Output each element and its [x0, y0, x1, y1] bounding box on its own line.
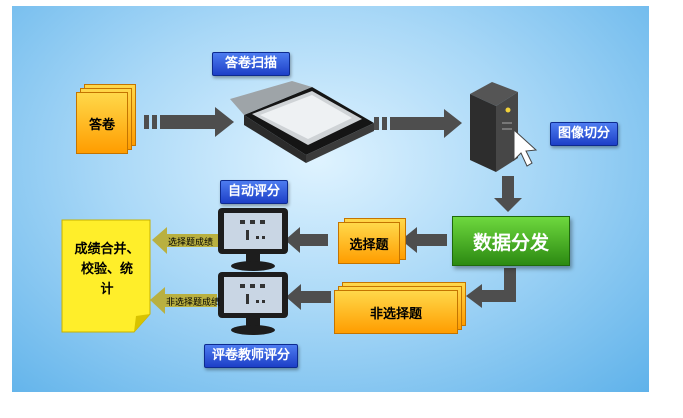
result-text: 成绩合并、 校验、统 计: [64, 240, 150, 300]
choice-question-stack: 选择题: [338, 222, 400, 264]
arrow-nonchoice-to-monitor: [286, 284, 331, 310]
answer-sheet-stack: 答卷: [76, 92, 128, 154]
nonchoice-question-label: 非选择题: [369, 306, 422, 322]
choice-question-label: 选择题: [349, 237, 389, 253]
scan-label: 答卷扫描: [212, 52, 290, 76]
choice-score-text: 选择题成绩: [168, 238, 214, 248]
monitor-teacher-icon: [218, 272, 288, 335]
answer-sheet-label: 答卷: [88, 117, 115, 133]
image-split-label: 图像切分: [550, 122, 618, 146]
arrow-auto-to-result: [152, 227, 219, 254]
result-line-2: 校验、统: [80, 262, 133, 277]
data-dispatch-label: 数据分发: [472, 231, 549, 254]
arrow-choice-to-monitor: [285, 227, 328, 253]
arrow-server-to-dispatch: [494, 176, 522, 212]
server-icon: [470, 82, 538, 172]
arrow-sheet-to-scanner: [144, 107, 234, 137]
data-dispatch-box: 数据分发: [452, 216, 570, 266]
teacher-score-label: 评卷教师评分: [204, 344, 298, 368]
arrow-teacher-to-result: [150, 287, 217, 314]
monitor-auto-icon: [218, 208, 288, 271]
arrow-scanner-to-server: [374, 109, 462, 138]
result-line-3: 计: [100, 282, 114, 297]
nonchoice-question-stack: 非选择题: [334, 290, 458, 334]
auto-score-label: 自动评分: [220, 180, 288, 204]
arrow-dispatch-to-nonchoice: [466, 268, 516, 308]
nonchoice-score-text: 非选择题成绩: [166, 298, 221, 308]
arrow-dispatch-to-choice: [401, 227, 447, 253]
workflow-diagram: 答卷: [12, 6, 649, 392]
result-line-1: 成绩合并、: [74, 242, 140, 257]
result-document: [61, 219, 151, 333]
scanner-icon: [230, 81, 374, 163]
flow-arrows: [144, 107, 522, 314]
